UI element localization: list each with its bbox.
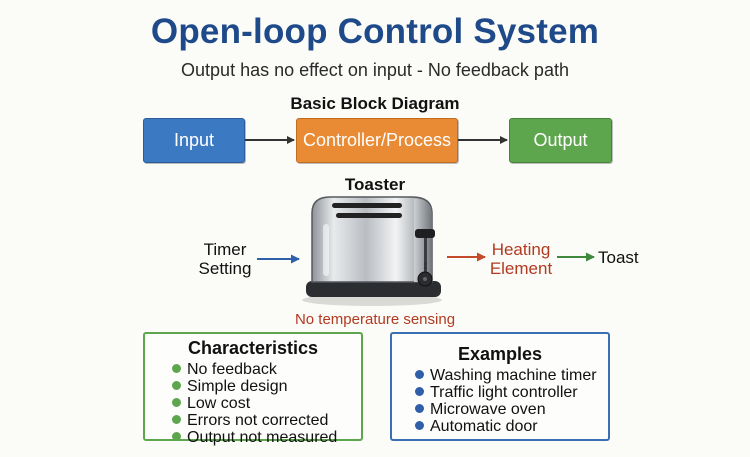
bullet-icon bbox=[415, 404, 424, 413]
list-item: Automatic door bbox=[415, 418, 608, 435]
examples-box: Examples Washing machine timer Traffic l… bbox=[390, 332, 610, 441]
bullet-icon bbox=[172, 364, 181, 373]
characteristics-list: No feedback Simple design Low cost Error… bbox=[172, 361, 361, 446]
input-block-label: Input bbox=[173, 130, 215, 150]
no-temperature-sensing-note: No temperature sensing bbox=[294, 311, 456, 328]
input-block: Input bbox=[143, 118, 245, 163]
list-item: Washing machine timer bbox=[415, 367, 608, 384]
bullet-icon bbox=[172, 415, 181, 424]
heating-label-line1: Heating bbox=[491, 240, 551, 259]
output-block: Output bbox=[509, 118, 612, 163]
characteristics-title: Characteristics bbox=[187, 338, 319, 358]
bullet-icon bbox=[415, 421, 424, 430]
list-item: Output not measured bbox=[172, 429, 361, 446]
bullet-icon bbox=[415, 387, 424, 396]
list-item: Microwave oven bbox=[415, 401, 608, 418]
bullet-icon bbox=[415, 370, 424, 379]
timer-label-line1: Timer bbox=[203, 240, 247, 259]
controller-process-block-label: Controller/Process bbox=[302, 130, 452, 150]
bullet-icon bbox=[172, 381, 181, 390]
bullet-icon bbox=[172, 398, 181, 407]
timer-label-line2: Setting bbox=[198, 259, 252, 278]
toaster-heading: Toaster bbox=[344, 175, 406, 194]
heating-element-label: Heating Element bbox=[486, 240, 556, 278]
page-title: Open-loop Control System bbox=[150, 12, 600, 51]
bullet-icon bbox=[172, 432, 181, 441]
block-diagram-heading: Basic Block Diagram bbox=[290, 94, 460, 113]
list-item: Low cost bbox=[172, 395, 361, 412]
output-block-label: Output bbox=[533, 130, 588, 150]
list-item: Simple design bbox=[172, 378, 361, 395]
page-subtitle: Output has no effect on input - No feedb… bbox=[181, 60, 569, 80]
characteristics-box: Characteristics No feedback Simple desig… bbox=[143, 332, 363, 446]
list-item: Traffic light controller bbox=[415, 384, 608, 401]
toast-label: Toast bbox=[598, 248, 639, 267]
examples-title: Examples bbox=[457, 344, 543, 364]
heating-label-line2: Element bbox=[489, 259, 553, 278]
list-item: Errors not corrected bbox=[172, 412, 361, 429]
list-item: No feedback bbox=[172, 361, 361, 378]
timer-setting-label: Timer Setting bbox=[190, 240, 260, 278]
controller-process-block: Controller/Process bbox=[296, 118, 458, 163]
examples-list: Washing machine timer Traffic light cont… bbox=[415, 367, 608, 435]
toaster-illustration bbox=[302, 196, 442, 306]
